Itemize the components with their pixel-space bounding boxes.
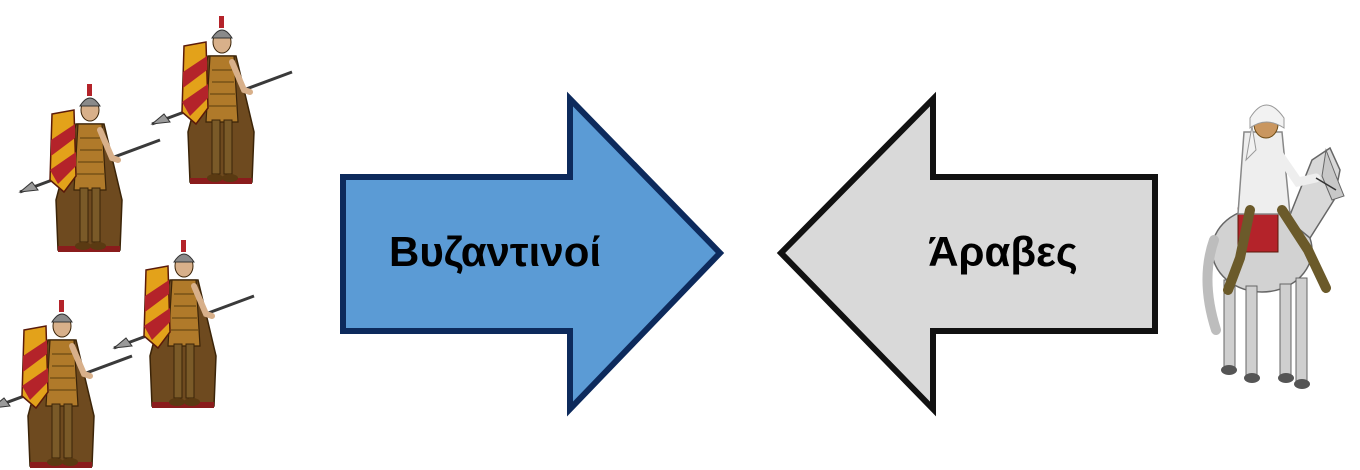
arab-horseman-illustration bbox=[1202, 104, 1345, 389]
arab-arrow: Άραβες bbox=[776, 91, 1158, 417]
arab-arrow-shape bbox=[776, 91, 1158, 417]
soldier-figure bbox=[152, 16, 292, 184]
byzantine-soldiers-illustration bbox=[0, 16, 292, 468]
byzantine-arrow-label: Βυζαντινοί bbox=[389, 228, 601, 275]
byzantine-arrow: Βυζαντινοί bbox=[340, 91, 725, 417]
soldier-figure bbox=[114, 240, 254, 408]
soldier-figure bbox=[20, 84, 160, 252]
byzantine-arrow-shape bbox=[340, 91, 725, 417]
soldier-figure bbox=[0, 300, 132, 468]
arab-arrow-label: Άραβες bbox=[928, 228, 1078, 275]
